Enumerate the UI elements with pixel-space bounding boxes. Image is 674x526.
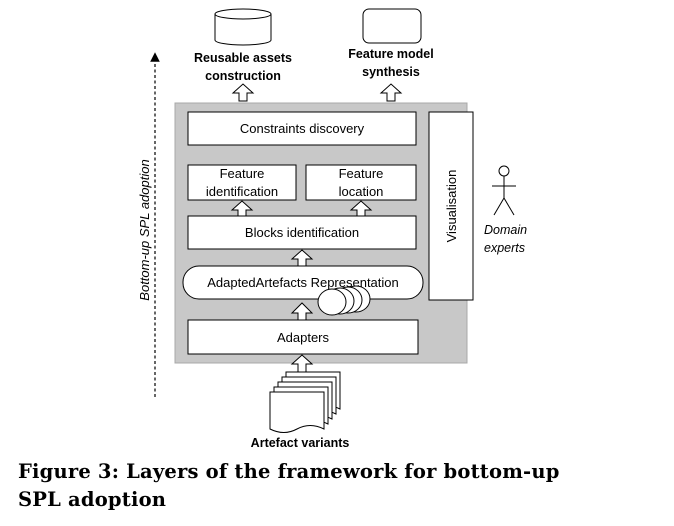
database-icon <box>214 8 272 46</box>
adapted-artefacts-label: AdaptedArtefacts Representation <box>207 275 399 290</box>
caption-line-1: Figure 3: Layers of the framework for bo… <box>18 460 560 483</box>
documents-stack-icon <box>269 371 341 433</box>
up-arrow-icon <box>379 83 403 102</box>
feature-location-label-line2: location <box>339 184 384 199</box>
up-arrow-icon <box>290 354 314 373</box>
side-label: Bottom-up SPL adoption <box>137 159 152 300</box>
domain-experts-label-line1: Domain <box>484 223 527 237</box>
artefact-variants-label: Artefact variants <box>251 436 350 450</box>
up-arrow-icon <box>231 83 255 102</box>
caption-line-2: SPL adoption <box>18 488 167 511</box>
constraints-discovery-box <box>187 111 417 146</box>
artefact-stack-icon <box>317 285 371 316</box>
constraints-discovery-label: Constraints discovery <box>240 121 365 136</box>
figure-caption: Figure 3: Layers of the framework for bo… <box>18 458 658 514</box>
blocks-identification-box <box>187 215 417 250</box>
adapters-box <box>187 319 419 355</box>
domain-experts-label-line2: experts <box>484 241 525 255</box>
reusable-assets-label-line2: construction <box>205 69 281 83</box>
feature-model-icon <box>362 8 422 44</box>
feature-model-label-line2: synthesis <box>362 65 420 79</box>
feature-identification-label-line1: Feature <box>220 166 265 181</box>
up-arrow-icon <box>349 200 373 217</box>
up-arrow-icon <box>230 200 254 217</box>
reusable-assets-label-line1: Reusable assets <box>194 51 292 65</box>
adapters-label: Adapters <box>277 330 330 345</box>
feature-model-label-line1: Feature model <box>348 47 433 61</box>
feature-location-box <box>305 164 417 201</box>
visualisation-box <box>428 111 474 301</box>
up-arrow-icon <box>290 302 314 321</box>
up-arrow-icon <box>290 249 314 267</box>
feature-identification-box <box>187 164 297 201</box>
blocks-identification-label: Blocks identification <box>245 225 359 240</box>
person-icon <box>492 165 516 216</box>
feature-identification-label-line2: identification <box>206 184 278 199</box>
feature-location-label-line1: Feature <box>339 166 384 181</box>
visualisation-label: Visualisation <box>444 170 459 243</box>
